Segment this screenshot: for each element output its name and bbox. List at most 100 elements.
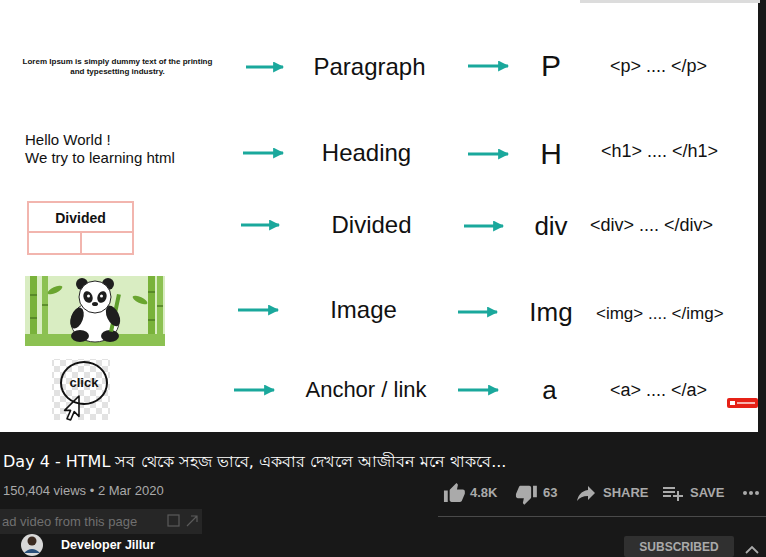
panda-image bbox=[157, 305, 163, 307]
panda-image bbox=[79, 281, 111, 313]
like-count: 4.8K bbox=[470, 485, 497, 500]
dislike-icon bbox=[516, 486, 537, 505]
more-icon bbox=[743, 491, 759, 495]
subscribe-watermark bbox=[730, 401, 735, 405]
save-icon bbox=[663, 487, 683, 501]
html-tag: <div> .... </div> bbox=[590, 215, 713, 236]
panda-image bbox=[87, 295, 90, 298]
more-icon bbox=[755, 491, 759, 495]
tag-name: div bbox=[504, 210, 583, 242]
divided-box: Divided bbox=[27, 201, 134, 255]
download-overlay bbox=[0, 509, 202, 534]
arrow-connector bbox=[468, 153, 508, 156]
more-icon bbox=[749, 491, 753, 495]
save-button: SAVE bbox=[690, 485, 724, 500]
dislike-count: 63 bbox=[543, 485, 557, 500]
panda-image bbox=[71, 330, 89, 342]
element-name-text: Paragraph bbox=[284, 52, 455, 82]
channel-avatar bbox=[21, 534, 43, 556]
panda-image bbox=[68, 306, 87, 331]
arrow-connector bbox=[458, 389, 498, 392]
share-icon bbox=[577, 486, 595, 501]
like-icon bbox=[444, 483, 465, 502]
click-icon-text: click bbox=[70, 363, 99, 403]
element-name: Paragraph bbox=[284, 52, 467, 82]
collapse-icon bbox=[746, 547, 758, 553]
divided-cells bbox=[28, 232, 133, 254]
html-tag: <p> .... </p> bbox=[610, 56, 707, 77]
share-icon bbox=[577, 486, 595, 501]
panda-image bbox=[148, 319, 155, 321]
tag-letter: H bbox=[509, 136, 593, 172]
tag-letter-text: H bbox=[509, 136, 593, 172]
sample-paragraph-text: Lorem Ipsum is simply dummy text of the … bbox=[20, 57, 215, 77]
download-overlay bbox=[187, 516, 197, 526]
more-icon bbox=[743, 491, 747, 495]
element-name: Heading bbox=[284, 138, 467, 168]
arrow-connector bbox=[468, 65, 508, 68]
panda-image bbox=[82, 290, 95, 304]
arrow-connector bbox=[246, 66, 283, 69]
element-name: Anchor / link bbox=[275, 376, 457, 404]
share-button: SHARE bbox=[603, 485, 649, 500]
html-tag: <h1> .... </h1> bbox=[601, 141, 718, 162]
channel-name: Developer Jillur bbox=[61, 538, 155, 552]
panda-image bbox=[148, 291, 155, 293]
tag-letter-text: a bbox=[499, 374, 600, 406]
panda-image bbox=[100, 295, 103, 298]
element-name: Divided bbox=[280, 210, 463, 240]
transparent-checker bbox=[52, 359, 110, 420]
tag-name: Img bbox=[498, 296, 598, 328]
element-name-text: Image bbox=[279, 295, 448, 325]
tag-letter: P bbox=[509, 48, 593, 84]
download-overlay bbox=[168, 515, 179, 526]
cursor-icon bbox=[65, 396, 79, 420]
panda-image bbox=[101, 330, 119, 342]
tag-name-text: Img bbox=[504, 296, 598, 328]
channel-avatar bbox=[28, 537, 37, 546]
panda-image bbox=[96, 290, 109, 304]
element-name-text: Divided bbox=[280, 210, 463, 240]
download-hint: ad video from this page bbox=[2, 514, 137, 529]
dislike-icon bbox=[516, 486, 537, 505]
arrow-connector bbox=[464, 225, 503, 228]
html-tag: <a> .... </a> bbox=[610, 380, 707, 401]
like-icon bbox=[444, 483, 465, 502]
panda-image bbox=[42, 304, 48, 306]
arrow-connector bbox=[458, 311, 497, 314]
subscribe-button bbox=[624, 536, 734, 557]
subscribe-watermark bbox=[737, 402, 755, 404]
subscribe-text: SUBSCRIBED bbox=[639, 540, 718, 554]
subscribe-watermark bbox=[727, 398, 758, 408]
panda-image bbox=[131, 294, 148, 306]
element-name-text: Heading bbox=[284, 138, 449, 168]
arrow bbox=[238, 309, 278, 312]
panda-image bbox=[30, 317, 37, 319]
sample-heading-text: We try to learning html bbox=[25, 149, 242, 167]
arrow-connector bbox=[243, 152, 283, 155]
tag-letter-text: P bbox=[509, 48, 593, 84]
element-name: Image bbox=[279, 295, 457, 325]
connector-layer bbox=[234, 66, 508, 390]
html-tag: <img> .... </img> bbox=[596, 304, 724, 324]
view-count: 150,404 views • 2 Mar 2020 bbox=[3, 483, 164, 498]
top-bar bbox=[580, 0, 760, 3]
sentiment-bar bbox=[438, 516, 766, 517]
sample-heading: Hello World !We try to learning html bbox=[22, 131, 242, 167]
video-title: Day 4 - HTML সব থেকে সহজ ভাবে, একবার দেখ… bbox=[3, 449, 506, 476]
arrow-connector bbox=[234, 389, 274, 392]
divided-box-text: Divided bbox=[29, 203, 132, 233]
panda-image bbox=[46, 284, 63, 296]
panda-image bbox=[25, 276, 165, 346]
subscribe-watermark bbox=[727, 398, 758, 408]
panda-image bbox=[92, 302, 98, 306]
panda-image bbox=[25, 276, 165, 346]
panda-image bbox=[30, 294, 37, 296]
channel-avatar bbox=[21, 534, 43, 556]
channel-avatar bbox=[24, 549, 40, 553]
save-icon bbox=[663, 487, 683, 501]
arrow-connector bbox=[241, 224, 279, 227]
